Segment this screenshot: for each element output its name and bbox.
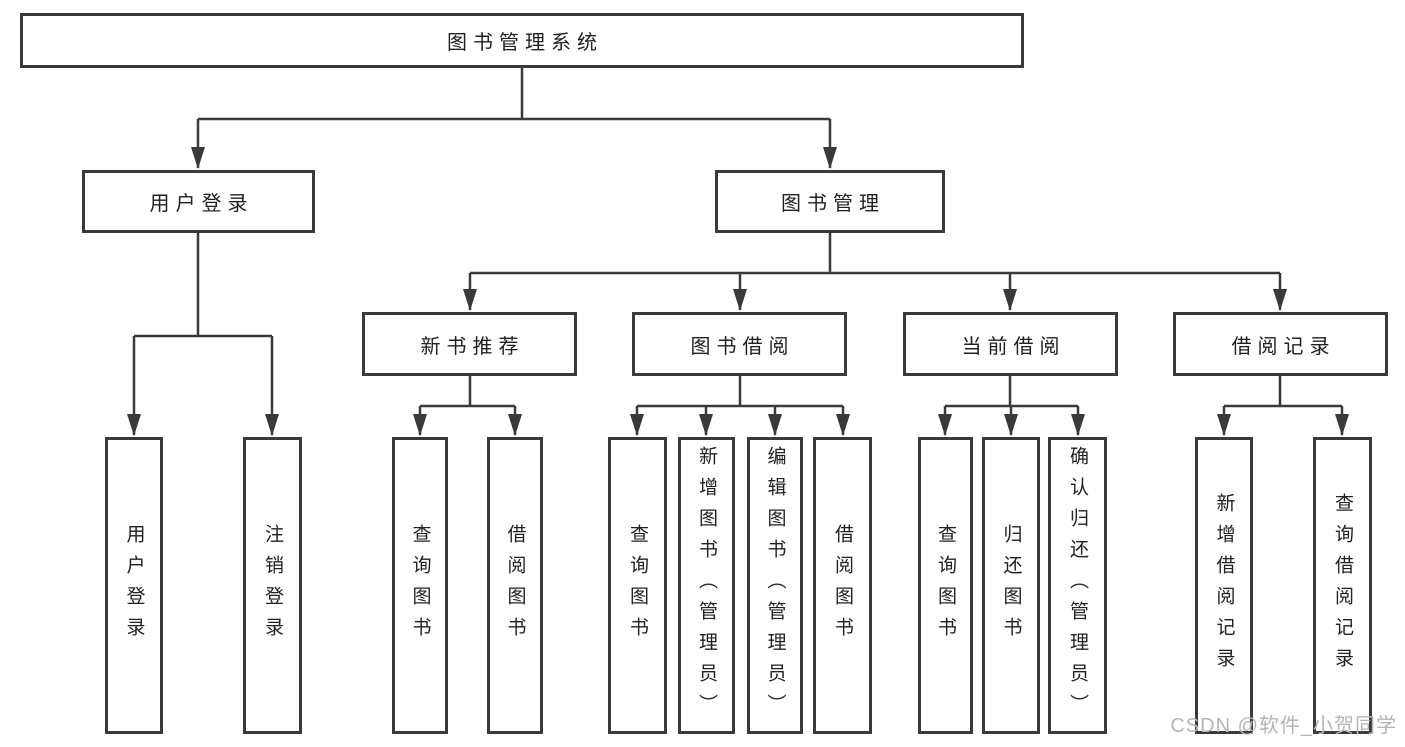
leaf-logout: 注销登录 (243, 437, 302, 734)
leaf-user-login: 用户登录 (105, 437, 163, 734)
node-book-borrowing: 图书借阅 (632, 312, 847, 376)
connector-group (127, 68, 1349, 436)
leaf-borrow-books: 借阅图书 (813, 437, 872, 734)
node-current-borrowing: 当前借阅 (903, 312, 1118, 376)
leaf-borrow-books-recommend: 借阅图书 (487, 437, 543, 734)
leaf-return-books: 归还图书 (982, 437, 1040, 734)
csdn-watermark: CSDN @软件_小贺同学 (1170, 715, 1397, 737)
leaf-query-books: 查询图书 (608, 437, 667, 734)
leaf-query-books-current: 查询图书 (918, 437, 973, 734)
leaf-query-books-recommend: 查询图书 (392, 437, 448, 734)
node-root-system: 图书管理系统 (20, 13, 1024, 68)
node-user-login: 用户登录 (82, 170, 315, 233)
leaf-query-borrow-record: 查询借阅记录 (1313, 437, 1372, 734)
node-borrow-records: 借阅记录 (1173, 312, 1388, 376)
leaf-edit-books-admin: 编辑图书（管理员） (747, 437, 803, 734)
node-book-management: 图书管理 (715, 170, 945, 233)
leaf-add-books-admin: 新增图书（管理员） (678, 437, 735, 734)
leaf-add-borrow-record: 新增借阅记录 (1195, 437, 1253, 734)
node-new-book-recommend: 新书推荐 (362, 312, 577, 376)
leaf-confirm-return-admin: 确认归还（管理员） (1048, 437, 1107, 734)
